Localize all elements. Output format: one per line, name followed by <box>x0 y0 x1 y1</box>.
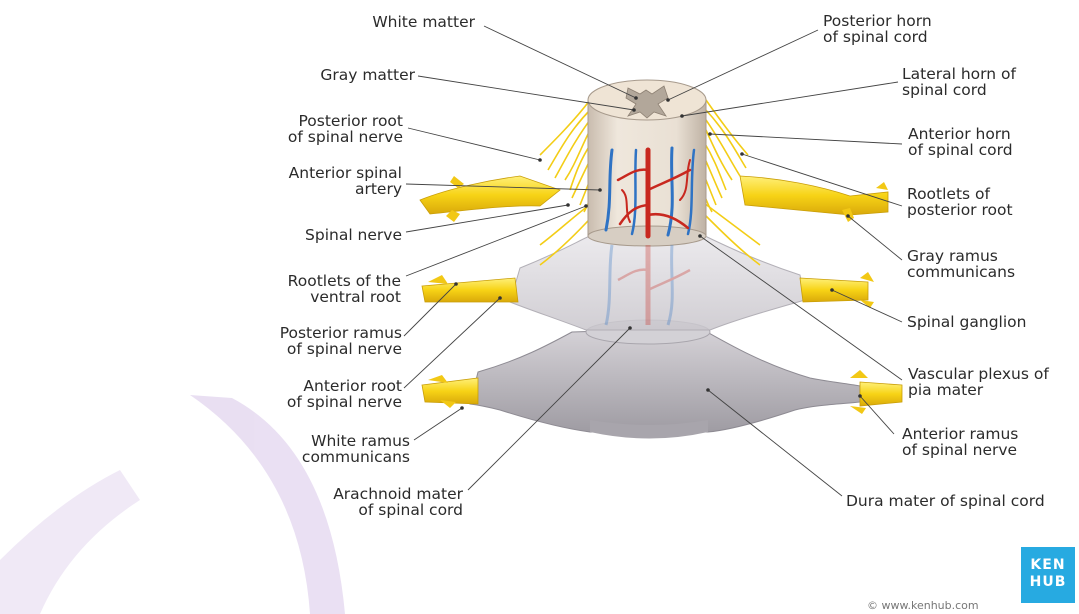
label-gray-matter: Gray matter <box>320 67 415 83</box>
watermark-swoosh <box>0 395 345 614</box>
arachnoid-mater <box>510 236 805 344</box>
gray-matter-shape <box>626 86 668 118</box>
logo-line-1: KEN <box>1021 557 1075 574</box>
label-dura: Dura mater of spinal cord <box>846 493 1045 509</box>
dura-mater <box>470 328 860 439</box>
label-white-matter: White matter <box>372 14 475 30</box>
label-spinal-ganglion: Spinal ganglion <box>907 314 1026 330</box>
logo-line-2: HUB <box>1021 574 1075 591</box>
kenhub-logo[interactable]: KEN HUB <box>1021 547 1075 603</box>
copyright-text: © www.kenhub.com <box>867 599 979 612</box>
label-spinal-nerve: Spinal nerve <box>305 227 402 243</box>
